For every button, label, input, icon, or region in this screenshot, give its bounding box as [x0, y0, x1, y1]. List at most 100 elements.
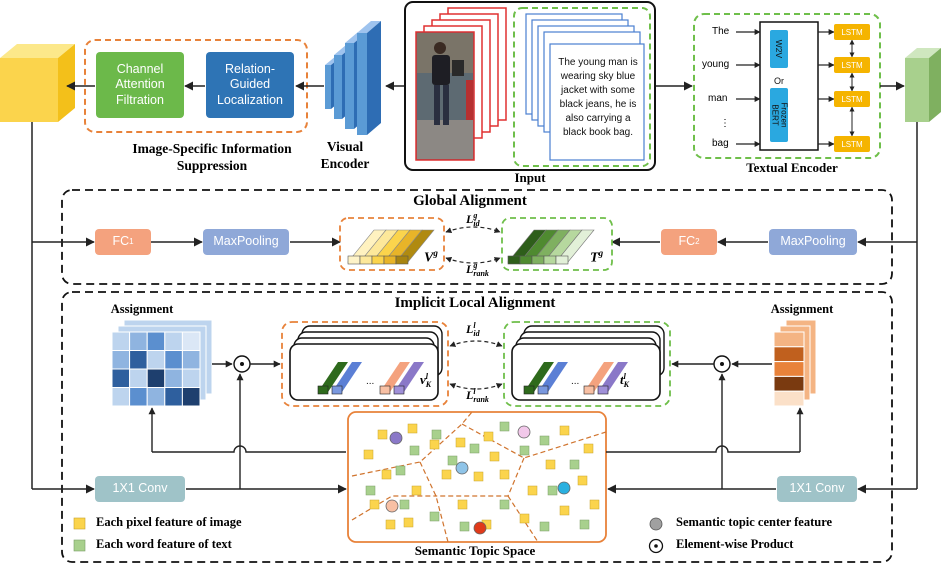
local-alignment-title: Implicit Local Alignment: [394, 295, 556, 311]
image-feature-cube: [0, 44, 75, 122]
maxpooling-right-block: MaxPooling: [769, 229, 857, 255]
word-the: The: [712, 26, 730, 37]
local-alignment-border: [61, 291, 893, 563]
word-feature-point: [399, 499, 410, 510]
local-visual-card-stack: [289, 325, 443, 401]
legend-topic-center-icon: [649, 517, 663, 531]
word-feature-point: [539, 435, 550, 446]
word-feature-point: [499, 421, 510, 432]
topic-center-point: [517, 425, 531, 439]
word-feature-point: [499, 499, 510, 510]
tg-symbol: Tg: [590, 248, 604, 266]
word-ellipsis: ⋮: [720, 118, 730, 129]
pixel-feature-point: [545, 459, 556, 470]
word-feature-point: [447, 455, 458, 466]
pixel-feature-point: [583, 443, 594, 454]
global-text-feature-bars: [507, 229, 595, 265]
elementwise-product-right-icon: [713, 355, 731, 373]
assignment-cell: [146, 331, 166, 351]
assignment-cell: [111, 387, 131, 407]
legend-elementwise-text: Element-wise Product: [676, 537, 794, 551]
topic-center-point: [389, 431, 403, 445]
word-feature-point: [539, 521, 550, 532]
pixel-feature-point: [403, 517, 414, 528]
or-label: Or: [774, 76, 784, 86]
legend-word-text: Each word feature of text: [96, 537, 232, 551]
assignment-cell: [773, 331, 805, 348]
word-feature-point: [429, 511, 440, 522]
assignment-cell: [773, 346, 805, 363]
w2v-label: W2V: [774, 39, 785, 59]
pixel-feature-point: [499, 469, 510, 480]
textual-encoder-label: Textual Encoder: [746, 160, 838, 175]
input-text-border: [513, 7, 651, 167]
word-feature-point: [365, 485, 376, 496]
w2v-box: [770, 30, 788, 68]
word-bag: bag: [712, 138, 729, 149]
maxpooling-left-block: MaxPooling: [203, 229, 289, 255]
right-assignment-matrix: [773, 319, 817, 407]
dots-visual: ...: [366, 376, 375, 387]
pixel-feature-point: [483, 431, 494, 442]
pixel-feature-point: [489, 451, 500, 462]
assignment-cell: [129, 331, 148, 351]
legend-pixel-text: Each pixel feature of image: [96, 515, 242, 529]
lstm-cell-3: LSTM: [834, 91, 870, 107]
pixel-feature-point: [457, 499, 468, 510]
bert-box: [770, 88, 788, 142]
word-feature-point: [395, 465, 406, 476]
topic-center-point: [473, 521, 487, 535]
word-feature-point: [459, 521, 470, 532]
topic-center-point: [455, 461, 469, 475]
pixel-feature-point: [559, 425, 570, 436]
word-feature-point: [547, 485, 558, 496]
lstm-cell-4: LSTM: [834, 136, 870, 152]
pixel-feature-point: [429, 439, 440, 450]
pixel-feature-point: [411, 485, 422, 496]
document-stack: [525, 13, 645, 161]
pixel-feature-point: [369, 499, 380, 510]
lstm-cell-2: LSTM: [834, 57, 870, 73]
bert-label-1: Frozen: [779, 102, 788, 128]
assignment-cell: [129, 350, 148, 370]
pixel-feature-point: [377, 429, 388, 440]
input-caption-text: The young man is wearing sky blue jacket…: [558, 57, 638, 138]
w2v-label-wrap: W2V: [770, 30, 788, 68]
assignment-cell: [181, 350, 201, 370]
assignment-cell: [181, 368, 201, 388]
assignment-cell: [146, 368, 166, 388]
word-young: young: [702, 59, 730, 70]
legend-elementwise-icon: [648, 538, 664, 554]
global-text-border: [501, 217, 613, 271]
assignment-cell: [164, 331, 183, 351]
topic-center-point: [557, 481, 571, 495]
pixel-feature-point: [473, 471, 484, 482]
assignment-cell: [773, 390, 805, 407]
visual-encoder-blocks: [325, 21, 381, 135]
local-visual-border: [281, 321, 449, 407]
pixel-feature-point: [363, 449, 374, 460]
word-man: man: [708, 93, 728, 104]
text-feature-cube: [905, 48, 941, 122]
assignment-cell: [111, 368, 131, 388]
bert-label-wrap: Frozen BERT: [770, 88, 788, 142]
pixel-feature-point: [527, 485, 538, 496]
word-feature-point: [579, 519, 590, 530]
global-alignment-title: Global Alignment: [413, 193, 527, 209]
legend-word-swatch: [73, 539, 86, 552]
local-text-border: [503, 321, 671, 407]
assignment-right-label: Assignment: [770, 302, 834, 316]
input-label: Input: [514, 170, 546, 185]
vg-symbol: Vg: [424, 248, 438, 266]
bert-label-2: BERT: [770, 104, 779, 126]
assignment-cell: [146, 350, 166, 370]
input-border: [404, 1, 656, 171]
